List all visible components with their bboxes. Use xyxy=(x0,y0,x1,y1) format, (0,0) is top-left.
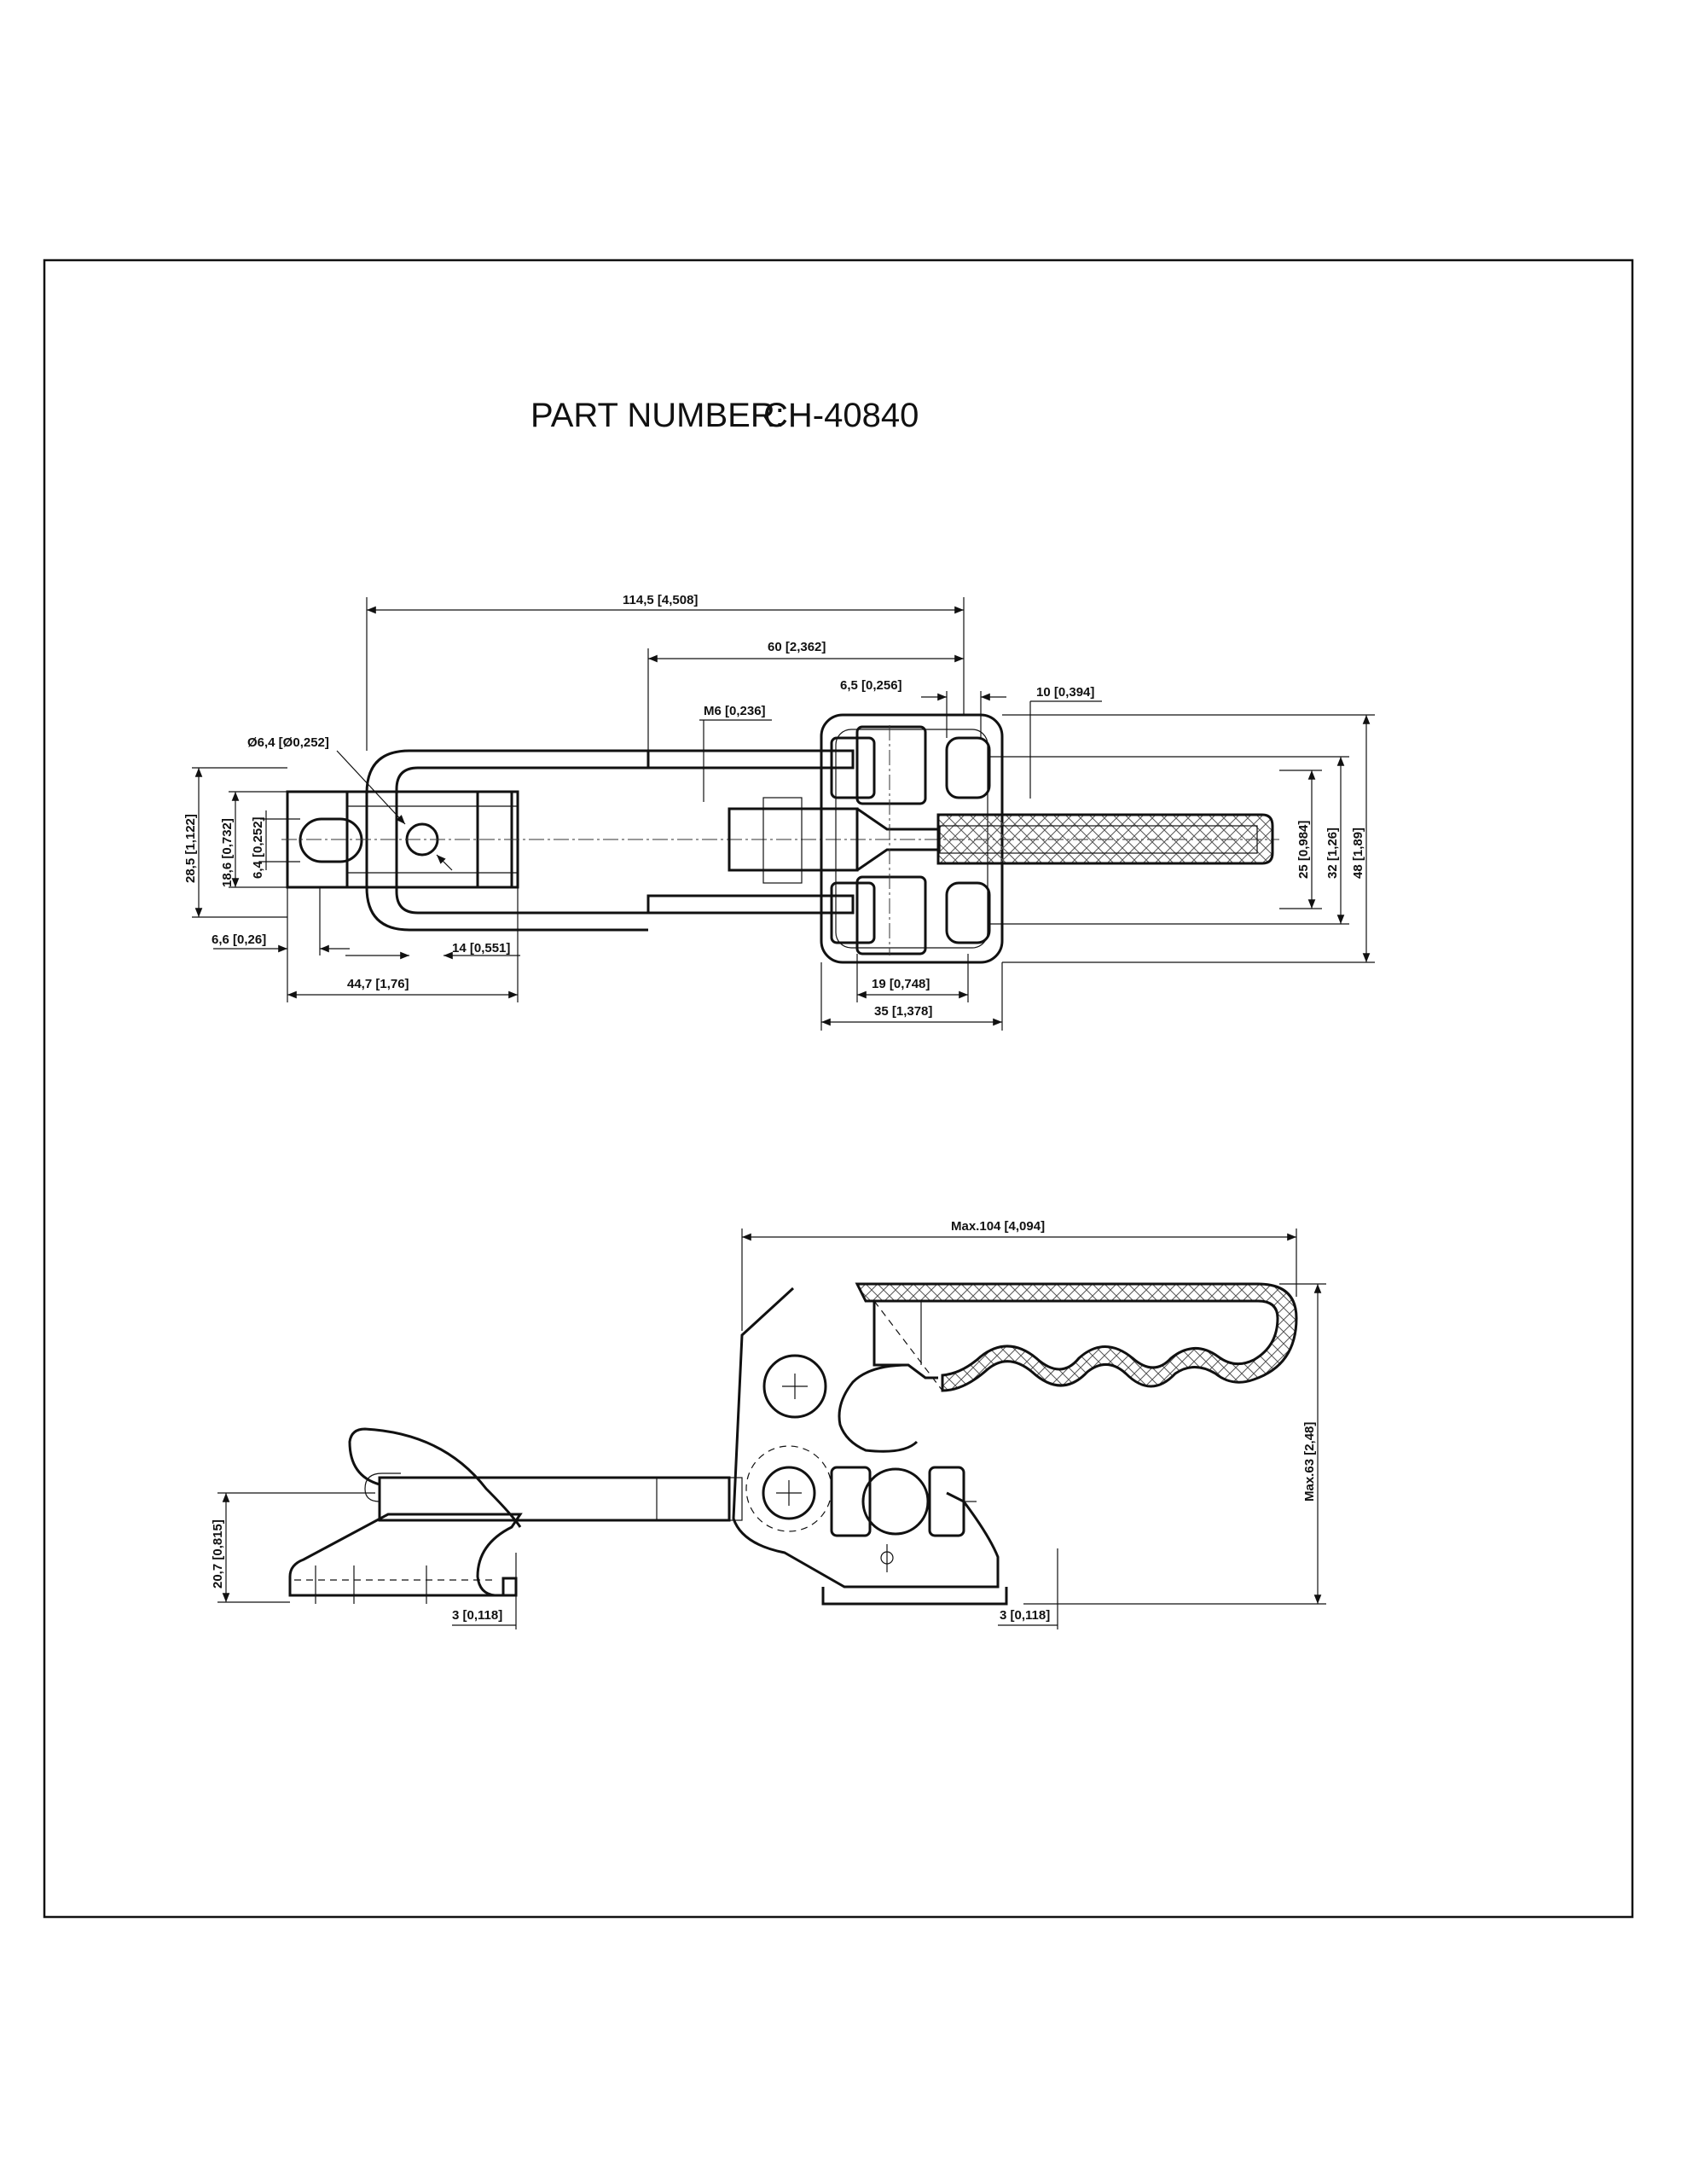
dim-width-6-5: 6,5 [0,256] xyxy=(840,678,902,693)
dim-length-44-7: 44,7 [1,76] xyxy=(347,977,409,991)
dim-height-28-5: 28,5 [1,122] xyxy=(183,814,198,883)
side-nut-1 xyxy=(830,1466,872,1537)
dim-catch-height: 20,7 [0,815] xyxy=(211,1519,225,1589)
catch-plate xyxy=(288,1513,523,1597)
nut-top-center xyxy=(855,725,927,805)
latch-body xyxy=(728,807,859,872)
nut-top-right xyxy=(945,736,991,799)
dim-hole-dia: Ø6,4 [Ø0,252] xyxy=(247,735,329,750)
u-bolt-outer xyxy=(365,749,648,932)
nut-top-left xyxy=(830,736,876,799)
side-handle xyxy=(855,1282,1298,1392)
dim-height-6-4: 6,4 [0,252] xyxy=(251,816,265,879)
dim-offset-6-6: 6,6 [0,26] xyxy=(212,932,266,947)
dim-base-thick: 3 [0,118] xyxy=(1000,1608,1050,1623)
clamp-body xyxy=(732,1287,1000,1589)
part-number: CH-40840 xyxy=(763,397,919,434)
dim-height-32: 32 [1,26] xyxy=(1325,828,1340,879)
dim-height-25: 25 [0,984] xyxy=(1296,821,1311,879)
dim-catch-thick: 3 [0,118] xyxy=(452,1608,502,1623)
side-nut-2 xyxy=(928,1466,965,1537)
dim-overall-length: 114,5 [4,508] xyxy=(623,593,698,607)
handle-grip xyxy=(936,813,1274,865)
side-threaded-rod xyxy=(378,1476,731,1522)
side-view xyxy=(288,1282,1298,1606)
dim-length-60: 60 [2,362] xyxy=(768,640,826,654)
u-bolt-inner xyxy=(395,766,648,915)
dim-max-length: Max.104 [4,094] xyxy=(951,1219,1045,1234)
pivot-upper xyxy=(762,1354,827,1419)
yoke-slot xyxy=(299,817,363,863)
nut-bottom-left xyxy=(830,881,876,944)
dim-base-35: 35 [1,378] xyxy=(874,1004,932,1019)
dim-thread: M6 [0,236] xyxy=(704,704,766,718)
dim-length-14: 14 [0,551] xyxy=(452,941,510,956)
top-view xyxy=(281,713,1279,964)
threaded-rod-bottom xyxy=(646,894,855,915)
dim-height-18-6: 18,6 [0,732] xyxy=(220,818,235,887)
dim-max-height: Max.63 [2,48] xyxy=(1302,1422,1317,1502)
drawing-border xyxy=(43,258,1634,1919)
side-ball-joint xyxy=(861,1467,930,1536)
pivot-lower xyxy=(762,1466,816,1520)
dim-height-48: 48 [1,89] xyxy=(1351,828,1365,879)
title-label: PART NUMBER: xyxy=(530,397,785,434)
nut-bottom-center xyxy=(855,875,927,956)
top-view-dimensions: 114,5 [4,508] 60 [2,362] 6,5 [0,256] 10 … xyxy=(183,593,1375,1031)
dim-width-10: 10 [0,394] xyxy=(1036,685,1094,700)
threaded-rod-top xyxy=(646,749,855,770)
dim-base-19: 19 [0,748] xyxy=(872,977,930,991)
side-view-dimensions: Max.104 [4,094] Max.63 [2,48] 20,7 [0,81… xyxy=(211,1219,1326,1629)
hook xyxy=(348,1427,522,1528)
nut-bottom-right xyxy=(945,881,991,944)
